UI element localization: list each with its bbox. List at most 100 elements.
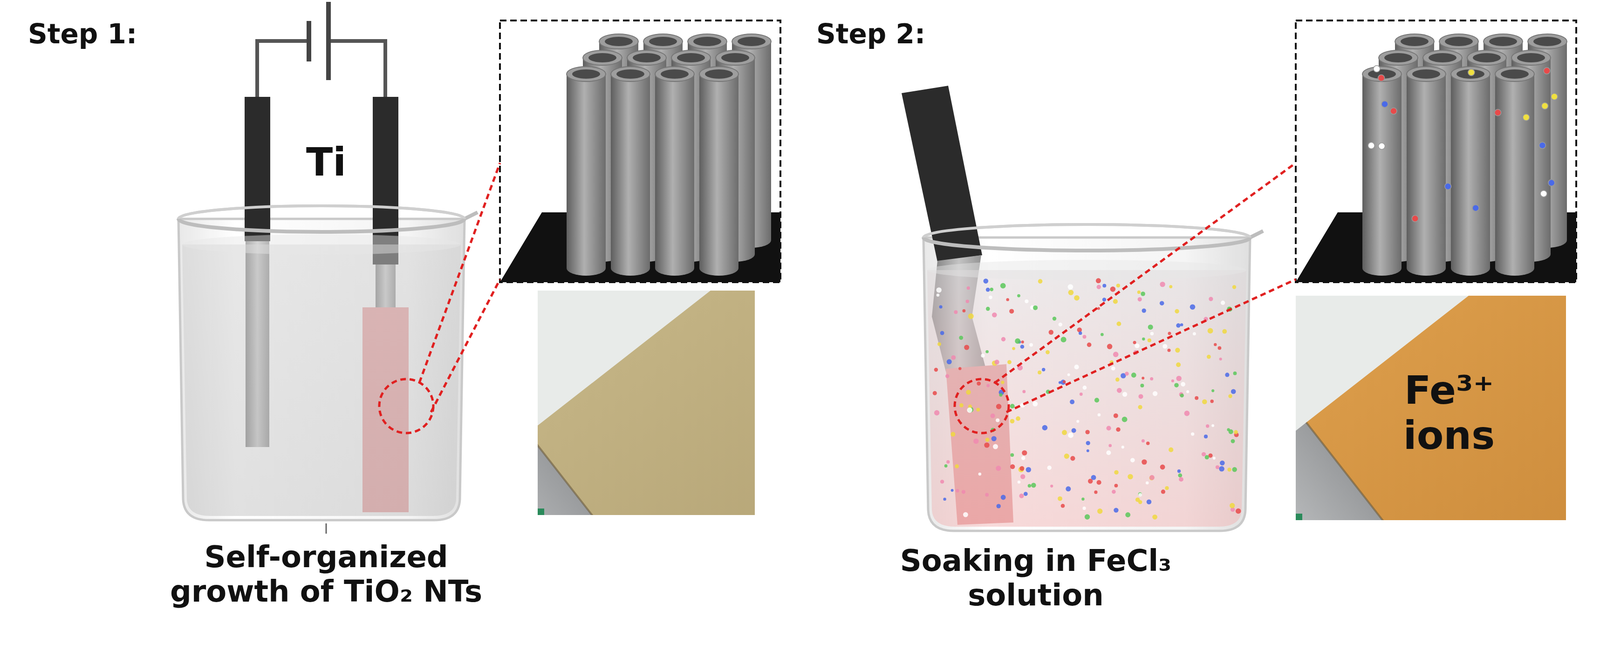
ion-dot: [1037, 370, 1042, 375]
nanotube-pore: [1533, 36, 1562, 47]
ion-dot: [1076, 420, 1080, 424]
ion-dot: [1121, 417, 1128, 423]
nanotube-rim: [699, 66, 739, 82]
nanotube-rim: [731, 34, 772, 49]
ion-dot: [1141, 376, 1145, 380]
nanotube-rim: [627, 50, 667, 66]
ion-dot: [1050, 485, 1053, 488]
ion-dot: [1177, 473, 1183, 479]
ion-dot: [1212, 457, 1216, 460]
ion-dot: [1523, 114, 1530, 121]
ion-dot: [1115, 377, 1120, 383]
ion-dot: [1116, 283, 1121, 288]
nanotube-pore: [572, 69, 601, 79]
ion-dot: [1160, 464, 1166, 471]
nanotube-base: [1495, 260, 1535, 276]
ion-dot: [1186, 390, 1190, 394]
nanotube-rim: [1467, 50, 1507, 66]
beaker: [178, 96, 478, 521]
ion-dot: [965, 300, 970, 304]
ion-dot: [1222, 329, 1227, 335]
ion-dot: [1210, 399, 1214, 404]
ion-dot: [1107, 343, 1113, 350]
ion-dot: [1010, 453, 1014, 458]
ion-dot: [962, 309, 966, 313]
nanotube-zoom: [499, 20, 781, 283]
nanotube-rim: [1527, 34, 1567, 49]
ion-dot: [1097, 413, 1101, 418]
ion-dot: [1180, 323, 1183, 327]
ion-dot: [1217, 346, 1222, 350]
nanotube-base: [566, 260, 606, 276]
ion-dot: [995, 465, 1001, 472]
nanotube-rim: [643, 34, 683, 49]
ion-dot: [1048, 329, 1054, 335]
ion-dot: [1077, 327, 1082, 333]
liquid: [927, 270, 1247, 527]
ion-dot: [1025, 467, 1032, 473]
ion-dot: [1127, 474, 1133, 480]
ion-dot: [1041, 368, 1046, 372]
ion-dot: [1211, 389, 1215, 393]
nanotube-pore: [1400, 36, 1429, 47]
ion-dot: [1141, 337, 1145, 341]
nanotube-pore: [721, 53, 750, 63]
ion-dot: [1207, 328, 1214, 334]
ion-dot: [1071, 428, 1077, 434]
ion-dot: [1367, 142, 1375, 150]
ion-dot: [1017, 480, 1021, 485]
ion-dot: [1130, 458, 1136, 463]
ion-dot: [1138, 493, 1142, 498]
ion-dot: [1097, 508, 1103, 514]
ion-dot: [1111, 366, 1116, 371]
ion-dot: [1010, 464, 1015, 470]
ion-dot: [1168, 447, 1174, 453]
ion-dot: [1047, 465, 1052, 471]
ion-dot: [1146, 499, 1152, 505]
ion-dot: [961, 490, 966, 494]
ion-dot: [980, 354, 985, 358]
ion-dot: [1087, 342, 1092, 348]
nanotube-wall: [610, 74, 650, 269]
ion-dot: [1177, 469, 1181, 473]
ion-dot: [1021, 340, 1025, 344]
ion-dot: [1009, 308, 1014, 314]
ion-dot: [1215, 465, 1220, 470]
ion-dot: [1058, 322, 1063, 327]
zoom-callout: [954, 163, 1296, 434]
ion-dot: [1205, 424, 1210, 428]
ion-dot: [1106, 450, 1111, 456]
ion-dot: [1114, 470, 1119, 475]
ion-dot: [996, 504, 1001, 509]
callout-line: [994, 163, 1296, 383]
ion-dot: [1007, 360, 1012, 365]
nanotube-rim: [1362, 66, 1402, 82]
ion-dot: [1194, 396, 1199, 401]
ion-dot: [1228, 394, 1232, 399]
ion-dot: [1180, 382, 1186, 387]
ion-dot: [976, 381, 981, 386]
ion-dot: [1113, 413, 1119, 419]
sample-photo: [1295, 295, 1566, 521]
ion-dot: [1159, 281, 1165, 288]
beaker: [901, 85, 1264, 532]
ion-dot: [1211, 424, 1215, 428]
ion-dot: [1073, 295, 1080, 301]
ion-dot: [954, 464, 959, 469]
ion-dot: [1230, 439, 1236, 444]
ion-dot: [1161, 489, 1166, 494]
ion-dot: [964, 345, 970, 351]
ion-dot: [1468, 68, 1475, 76]
ion-dot: [966, 286, 971, 290]
ion-dot: [932, 391, 937, 396]
ion-dot: [1114, 484, 1119, 488]
ion-dot: [1167, 348, 1171, 353]
nanotube-pore: [676, 53, 705, 63]
step-heading: Step 1:: [27, 18, 137, 50]
nanotube-wall: [566, 74, 606, 269]
ion-dot: [1131, 372, 1137, 378]
electrode-clamp: [901, 85, 983, 262]
ion-dot: [1067, 432, 1074, 439]
ion-dot: [963, 512, 969, 518]
ion-dot: [1057, 496, 1063, 502]
